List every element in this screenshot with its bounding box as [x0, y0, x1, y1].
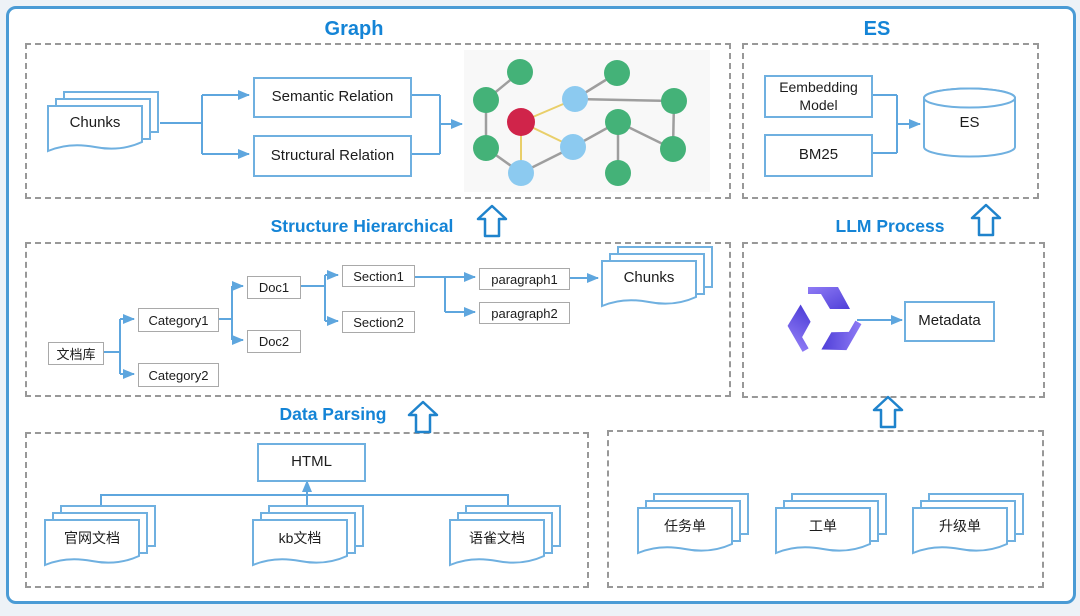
tree-section1-box: Section1 — [342, 265, 415, 287]
flow-up-arrows — [407, 203, 1002, 434]
graph-connectors — [160, 90, 463, 159]
source-official-docs-label: 官网文档 — [64, 530, 120, 546]
hierarchy-chunks-label: Chunks — [623, 269, 675, 286]
llm-section-title: LLM Process — [835, 216, 945, 236]
html-box: HTML — [257, 443, 366, 482]
source-yuque-docs-label: 语雀文档 — [469, 530, 525, 546]
ticket-upgrade-label: 升级单 — [939, 518, 981, 534]
graph-section-title: Graph — [324, 18, 384, 40]
metadata-box: Metadata — [904, 301, 995, 342]
hierarchy-section-title: Structure Hierarchical — [270, 216, 454, 236]
ticket-task-label: 任务单 — [664, 518, 706, 534]
ticket-work-order-label: 工单 — [809, 518, 837, 534]
embedding-model-box: Eembedding Model — [764, 75, 873, 118]
semantic-relation-box: Semantic Relation — [253, 77, 412, 118]
bm25-box: BM25 — [764, 134, 873, 177]
tree-category1-box: Category1 — [138, 308, 219, 332]
structural-relation-box: Structural Relation — [253, 135, 412, 177]
tickets-section-frame — [607, 430, 1044, 588]
es-connectors — [869, 94, 921, 154]
qwen-llm-logo-icon — [787, 287, 862, 352]
data-parsing-section-frame — [25, 432, 589, 588]
tree-doc2-box: Doc2 — [247, 330, 301, 353]
graph-chunks-label: Chunks — [69, 114, 121, 131]
llm-section-frame — [742, 242, 1045, 398]
graph-central-red-node — [507, 108, 535, 136]
tree-category2-box: Category2 — [138, 363, 219, 387]
up-arrow-parsing-to-hierarchy — [407, 400, 439, 434]
tree-paragraph1-box: paragraph1 — [479, 268, 570, 290]
tree-paragraph2-box: paragraph2 — [479, 302, 570, 324]
tree-root-box: 文档库 — [48, 342, 104, 365]
graph-section-frame — [25, 43, 731, 199]
up-arrow-llm-to-es — [970, 203, 1002, 237]
tree-doc1-box: Doc1 — [247, 276, 301, 299]
es-section-title: ES — [863, 18, 891, 40]
source-kb-docs-label: kb文档 — [278, 530, 322, 546]
data-parsing-section-title: Data Parsing — [279, 404, 387, 424]
es-section-frame — [742, 43, 1039, 199]
hierarchy-section-frame — [25, 242, 731, 397]
up-arrow-hierarchy-to-graph — [476, 204, 508, 238]
es-database-cylinder-icon — [923, 87, 1016, 158]
knowledge-graph-illustration — [464, 50, 710, 192]
es-database-label: ES — [959, 114, 980, 131]
tree-section2-box: Section2 — [342, 311, 415, 333]
up-arrow-tickets-to-llm — [872, 395, 904, 429]
hierarchy-connectors — [102, 270, 599, 379]
